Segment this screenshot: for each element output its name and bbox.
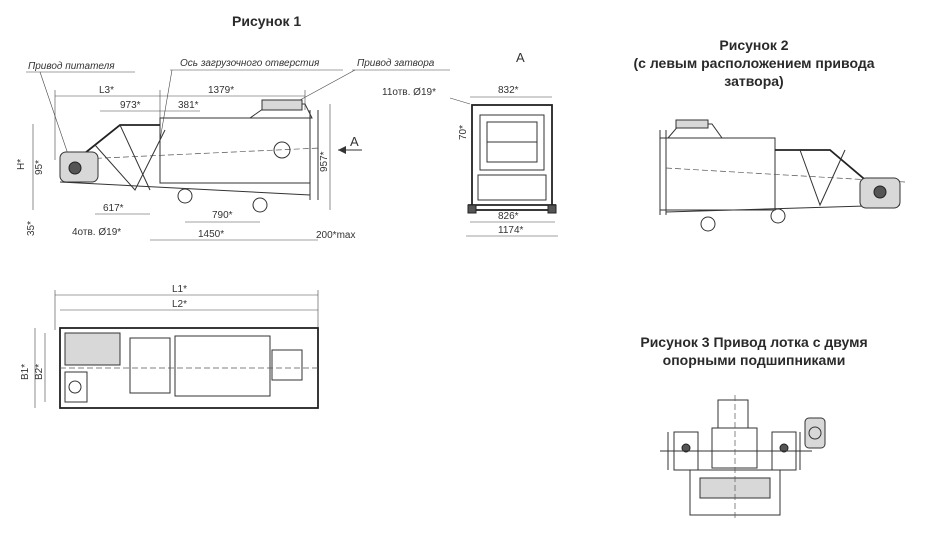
- end-view-title: A: [516, 50, 525, 65]
- dim-L2: L2*: [172, 299, 187, 310]
- dim-H: H*: [16, 159, 27, 170]
- figure-2-caption: Рисунок 2 (с левым расположением привода…: [598, 36, 910, 90]
- label-feeder-drive: Привод питателя: [28, 61, 115, 72]
- dim-957: 957*: [319, 151, 330, 172]
- dim-1450: 1450*: [198, 229, 224, 240]
- fig1-side-view: Привод питателя Ось загрузочного отверст…: [16, 58, 450, 241]
- fig1-end-view-A: A 11отв. Ø19* 832* 70* 826* 1174*: [382, 50, 558, 237]
- figure-3-caption-line-1: Рисунок 3 Привод лотка с двумя: [640, 334, 868, 350]
- fig2-side-view-left-gate-drive: [659, 119, 906, 232]
- dim-35: 35*: [26, 221, 37, 236]
- view-A-marker: A: [350, 134, 359, 149]
- dim-holes-11: 11отв. Ø19*: [382, 87, 436, 98]
- dim-381: 381*: [178, 100, 199, 111]
- dim-1379: 1379*: [208, 85, 234, 96]
- dim-B1: B1*: [20, 364, 31, 380]
- dim-holes-4: 4отв. Ø19*: [72, 227, 121, 238]
- dim-70: 70*: [458, 125, 469, 140]
- fig3-trough-drive-two-bearings: [660, 395, 826, 520]
- label-axis-loading-opening: Ось загрузочного отверстия: [180, 58, 320, 69]
- figure-2-caption-line-2: (с левым расположением привода: [633, 55, 875, 71]
- dim-200max: 200*max: [316, 230, 355, 241]
- dim-790: 790*: [212, 210, 233, 221]
- dim-826: 826*: [498, 211, 519, 222]
- figure-1-caption: Рисунок 1: [232, 13, 302, 29]
- dim-832: 832*: [498, 85, 519, 96]
- dim-95: 95*: [34, 160, 45, 175]
- dim-B2: B2*: [34, 364, 45, 380]
- dim-617: 617*: [103, 203, 124, 214]
- figure-3-caption: Рисунок 3 Привод лотка с двумя опорными …: [604, 333, 904, 369]
- label-gate-drive: Привод затвора: [357, 58, 435, 69]
- figure-3-caption-line-2: опорными подшипниками: [662, 352, 846, 368]
- dim-1174: 1174*: [498, 225, 524, 236]
- figure-2-caption-line-1: Рисунок 2: [719, 37, 789, 53]
- fig1-plan-view: L1* L2* B1* B2*: [20, 284, 319, 409]
- dim-L3: L3*: [99, 85, 114, 96]
- figure-2-caption-line-3: затвора): [724, 73, 784, 89]
- dim-L1: L1*: [172, 284, 187, 295]
- dim-973: 973*: [120, 100, 141, 111]
